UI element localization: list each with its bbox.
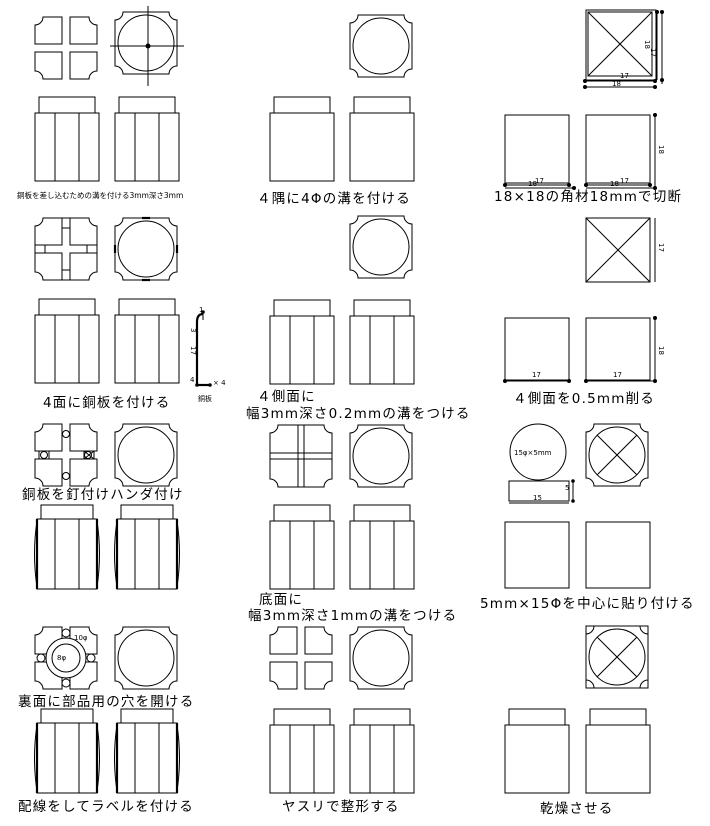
plain-side-view-2b: [585, 708, 651, 794]
caption-dry: 乾燥させる: [540, 801, 614, 817]
copper-side-view-2b: [113, 707, 181, 795]
caption-nail-solder: 銅板を釘付けハンダ付け: [22, 486, 184, 503]
plain-block-side-1: [504, 521, 570, 589]
corner-hole-top-view: [350, 15, 412, 77]
circle-top-view-2: [113, 216, 179, 282]
grooved-side-view-1b: [114, 96, 180, 182]
caption-attach-disk: 5mm×15Φを中心に貼り付ける: [480, 596, 695, 612]
dim-18-a: 18: [528, 180, 537, 188]
dim-18-b: 18: [610, 180, 619, 188]
dim-1-label: 1: [199, 306, 203, 314]
grooved-side-view-3b: [349, 299, 415, 385]
dim-17-vertical: 17: [649, 48, 657, 57]
bottom-groove-top-view: [269, 424, 333, 488]
grooved-side-view-2b: [114, 298, 180, 384]
copper-plate-label: 銅板: [198, 394, 212, 403]
plain-side-view-1a: [269, 96, 335, 182]
dim-4-label: 4: [190, 376, 195, 384]
disk-size-label: 15φ×5mm: [514, 449, 552, 457]
dim-17-vertical-c: 17: [657, 243, 665, 252]
copper-side-view-1a: [33, 503, 101, 591]
cut-block-top-view: 17 18 17 18: [583, 9, 664, 89]
circle-top-view-3: [350, 216, 412, 278]
copper-side-view-2a: [33, 707, 101, 795]
times-four-label: × 4: [213, 379, 226, 387]
dried-top-view: [585, 625, 649, 689]
caption-corner-groove: ４隅に4Φの溝を付ける: [257, 191, 411, 207]
hole-8-label: 8φ: [57, 654, 66, 662]
grooved-side-view-4b: [349, 504, 415, 590]
copper-plate-detail: 1 3 17 4 × 4 銅板: [189, 306, 226, 403]
shaved-block-top-view: 17: [585, 217, 665, 283]
dim-17-d: 17: [613, 371, 622, 379]
dim-17-label: 17: [620, 72, 629, 80]
grooved-top-view-2: [34, 217, 98, 281]
filed-cross-top-view: [269, 626, 333, 690]
dim-18-vertical-b: 18: [657, 145, 665, 154]
grooved-side-view-5b: [349, 708, 415, 794]
dim-18-vertical-d: 18: [657, 346, 665, 355]
center-mark-top-view: [110, 6, 184, 86]
grooved-side-view-3a: [269, 299, 335, 385]
caption-side-groove-line2: 幅3mm深さ0.2mmの溝をつける: [246, 406, 471, 422]
nailed-top-view: [34, 423, 98, 487]
grooved-side-view-2a: [34, 298, 100, 384]
dim-5-label: 5: [565, 484, 569, 492]
caption-bottom-groove-line1: 底面に: [259, 592, 303, 608]
disk-top-view: [585, 423, 649, 487]
copper-side-view-1b: [113, 503, 181, 591]
circle-top-view-4: [115, 424, 177, 486]
dim-3-label: 3: [189, 328, 197, 332]
plain-side-view-1b: [349, 96, 415, 182]
shaved-block-side-views: 17 17 18: [503, 316, 665, 383]
caption-wiring-label: 配線をしてラベルを付ける: [18, 799, 194, 815]
grooved-top-view-1: [34, 16, 98, 80]
caption-cut-block: 18×18の角材18mmで切断: [494, 189, 682, 205]
caption-drill-holes: 裏面に部品用の穴を開ける: [18, 694, 194, 710]
disk-detail: 15φ×5mm 15 5: [508, 423, 575, 504]
hole-10-label: 10φ: [74, 634, 88, 642]
parts-hole-top-view: 10φ 8φ: [34, 626, 98, 690]
plain-side-view-2a: [504, 708, 570, 794]
plain-block-side-2: [585, 521, 651, 589]
caption-attach-copper: 4面に銅板を付ける: [43, 395, 170, 411]
circle-top-view-6: [115, 627, 177, 689]
caption-shave-sides: ４側面を0.5mm削る: [513, 391, 655, 407]
dim-17-a: 17: [535, 177, 544, 185]
dim-15-label: 15: [533, 494, 542, 502]
dim-18-label: 18: [612, 80, 621, 88]
caption-side-groove-line1: ４側面に: [257, 389, 316, 405]
dim-18-vertical: 18: [643, 40, 651, 49]
caption-groove-insert: 銅板を差し込むための溝を付ける3mm深さ3mm: [17, 190, 183, 200]
circle-top-view-5: [350, 425, 412, 487]
cut-block-side-views: 17 18 17 18 18: [503, 113, 665, 190]
grooved-side-view-1a: [34, 96, 100, 182]
grooved-side-view-4a: [269, 504, 335, 590]
grooved-side-view-5a: [269, 708, 335, 794]
caption-bottom-groove-line2: 幅3mm深さ1mmの溝をつける: [248, 608, 457, 624]
caption-file-shape: ヤスリで整形する: [282, 799, 400, 815]
dim-17-c: 17: [532, 371, 541, 379]
dim-17-b: 17: [620, 177, 629, 185]
dim-17-plate: 17: [189, 346, 197, 355]
circle-top-view-7: [350, 627, 412, 689]
